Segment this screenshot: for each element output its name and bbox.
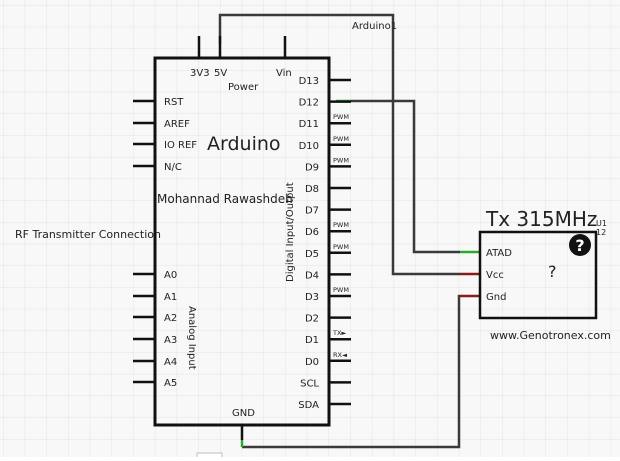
pin-label-io-ref: IO REF [164, 140, 197, 151]
tx-315mhz-part[interactable]: Tx 315MHz U1 12 ATAD Vcc Gnd ? ? www.Gen… [478, 207, 611, 342]
pin-label-d8: D8 [305, 184, 319, 195]
schematic-caption: RF Transmitter Connection [15, 228, 161, 241]
scrollbar-stub[interactable] [196, 452, 223, 460]
pin-tag-d11: PWM [333, 113, 349, 121]
pin-tag-d6: PWM [333, 221, 349, 229]
pin-label-a2: A2 [164, 313, 177, 324]
wire-gnd-to-gnd[interactable] [242, 294, 461, 449]
pin-label-d13: D13 [299, 76, 319, 87]
pin-label-scl: SCL [300, 378, 319, 389]
pin-label-3v3: 3V3 [190, 68, 210, 79]
pin-tag-d0: RX◄ [333, 351, 347, 359]
pin-label-n-c: N/C [164, 162, 182, 173]
pin-label-vin: Vin [276, 68, 292, 79]
tx-ref: U1 [596, 219, 607, 228]
pin-label-d6: D6 [305, 227, 319, 238]
pin-label-d3: D3 [305, 292, 319, 303]
analog-input-label: Analog Input [186, 306, 197, 370]
pin-tag-d10: PWM [333, 135, 349, 143]
pin-label-a1: A1 [164, 292, 177, 303]
pin-tag-d1: TX► [332, 329, 346, 337]
pin-label-aref: AREF [164, 119, 190, 130]
question-circle-icon: ? [569, 234, 591, 256]
pin-label-sda: SDA [298, 400, 319, 411]
arduino-ref-label: Arduino1 [352, 21, 397, 32]
arduino-part[interactable]: Arduino1 Arduino Mohannad Rawashdeh Powe… [133, 21, 397, 440]
arduino-title: Arduino [207, 133, 281, 155]
pin-label-d1: D1 [305, 335, 319, 346]
tx-title: Tx 315MHz [485, 207, 597, 231]
pin-label-a3: A3 [164, 335, 177, 346]
pin-label-d9: D9 [305, 162, 319, 173]
wire-5v-to-vcc[interactable] [218, 13, 460, 276]
tx-url: www.Genotronex.com [490, 329, 611, 342]
pin-tag-d3: PWM [333, 286, 349, 294]
pin-label-gnd: GND [232, 408, 255, 419]
tx-pin-gnd: Gnd [486, 292, 506, 303]
pin-label-d4: D4 [305, 270, 319, 281]
svg-text:?: ? [575, 236, 584, 255]
pin-label-a0: A0 [164, 270, 177, 281]
pin-label-d5: D5 [305, 249, 319, 260]
power-label: Power [228, 82, 259, 93]
pin-label-d11: D11 [299, 119, 319, 130]
arduino-author: Mohannad Rawashdeh [157, 192, 293, 206]
tx-ref2: 12 [596, 228, 606, 237]
digital-io-label: Digital Input/Output [285, 182, 296, 282]
pin-label-d7: D7 [305, 206, 319, 217]
pin-tag-d5: PWM [333, 243, 349, 251]
wire-d12-to-atad[interactable] [351, 99, 460, 254]
pin-label-a5: A5 [164, 378, 177, 389]
pin-label-d10: D10 [299, 141, 319, 152]
pin-tag-d9: PWM [333, 156, 349, 164]
pin-label-a4: A4 [164, 357, 177, 368]
tx-pin-vcc: Vcc [486, 270, 504, 281]
tx-pin-atad: ATAD [486, 248, 512, 259]
pin-label-d0: D0 [305, 357, 319, 368]
pin-label-rst: RST [164, 97, 184, 108]
pin-label-d2: D2 [305, 314, 319, 325]
pin-label-d12: D12 [299, 98, 319, 109]
pin-label-5v: 5V [214, 68, 227, 79]
tx-center-mark: ? [548, 262, 557, 281]
